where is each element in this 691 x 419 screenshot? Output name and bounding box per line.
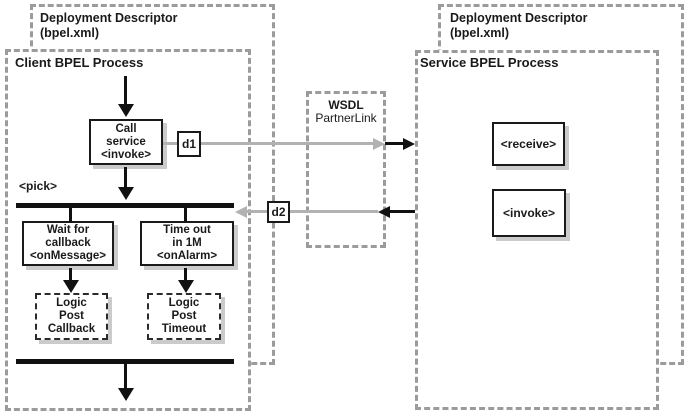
d2-label-box: d2 [267, 201, 290, 223]
pick-connector-right [184, 208, 187, 222]
flow-arrow-exit-head [118, 388, 134, 401]
descriptor-title-line: Deployment Descriptor [450, 11, 588, 25]
d1-label: d1 [181, 137, 196, 151]
wsdl-subtitle: PartnerLink [315, 111, 377, 125]
timeout-line-2: in 1M [172, 237, 202, 249]
descriptor-subtitle-line: (bpel.xml) [40, 26, 100, 40]
d2-link-line-gray [247, 210, 378, 213]
wsdl-partnerlink-box: WSDL PartnerLink [306, 91, 386, 248]
descriptor-title-line: Deployment Descriptor [40, 11, 178, 25]
d2-gray-arrow-head [235, 206, 247, 218]
flow-arrow-call-to-pick-line [124, 167, 127, 189]
logic-timeout-line-3: Timeout [161, 323, 207, 335]
service-bpel-process-title: Service BPEL Process [420, 55, 559, 70]
logic-timeout-line-2: Post [171, 310, 197, 322]
logic-callback-line-3: Callback [47, 323, 96, 335]
pick-join-bar [16, 359, 234, 364]
d2-black-arrow-head [378, 206, 390, 218]
flow-arrow-wait-to-logic-line [69, 268, 72, 281]
d1-link-line-gray [163, 142, 373, 145]
logic-callback-line-1: Logic [56, 297, 87, 309]
d1-gray-arrow-head [373, 138, 385, 150]
pick-label: <pick> [19, 179, 58, 193]
logic-callback-line-2: Post [59, 310, 84, 322]
receive-box: <receive> [492, 122, 565, 166]
wsdl-title: WSDL [328, 98, 364, 112]
d1-label-box: d1 [177, 131, 201, 157]
timeout-line-1: Time out [163, 224, 211, 236]
pick-connector-left [69, 208, 72, 222]
call-service-line-3: <invoke> [101, 148, 151, 161]
flow-arrow-entry-head [118, 104, 134, 117]
d1-link-line-black [385, 142, 403, 145]
flow-arrow-timeout-to-logic-head [178, 280, 194, 293]
logic-post-callback-box: Logic Post Callback [35, 293, 108, 340]
timeout-box: Time out in 1M <onAlarm> [140, 221, 234, 266]
flow-arrow-entry-line [124, 76, 127, 106]
invoke-box: <invoke> [492, 189, 566, 237]
receive-label: <receive> [500, 136, 557, 151]
service-deployment-descriptor-title: Deployment Descriptor (bpel.xml) [450, 11, 588, 41]
wait-callback-line-1: Wait for [46, 224, 90, 236]
flow-arrow-call-to-pick-head [118, 187, 134, 200]
wait-callback-line-3: <onMessage> [29, 250, 107, 262]
wait-for-callback-box: Wait for callback <onMessage> [22, 221, 114, 266]
call-service-invoke-box: Call service <invoke> [89, 119, 163, 165]
timeout-line-3: <onAlarm> [156, 250, 218, 262]
call-service-line-2: service [106, 135, 146, 148]
flow-arrow-wait-to-logic-head [63, 280, 79, 293]
logic-timeout-line-1: Logic [168, 297, 200, 309]
wait-callback-line-2: callback [45, 237, 91, 249]
call-service-line-1: Call [115, 122, 137, 135]
invoke-label: <invoke> [502, 205, 556, 220]
d2-label: d2 [271, 205, 286, 219]
d2-link-line-black [390, 210, 415, 213]
flow-arrow-exit-line [124, 364, 127, 390]
d1-black-arrow-head [403, 138, 415, 150]
logic-post-timeout-box: Logic Post Timeout [147, 293, 221, 340]
client-bpel-process-title: Client BPEL Process [15, 55, 144, 70]
descriptor-subtitle-line: (bpel.xml) [450, 26, 510, 40]
flow-arrow-timeout-to-logic-line [184, 268, 187, 281]
client-deployment-descriptor-title: Deployment Descriptor (bpel.xml) [40, 11, 178, 41]
pick-fork-bar [16, 203, 234, 208]
